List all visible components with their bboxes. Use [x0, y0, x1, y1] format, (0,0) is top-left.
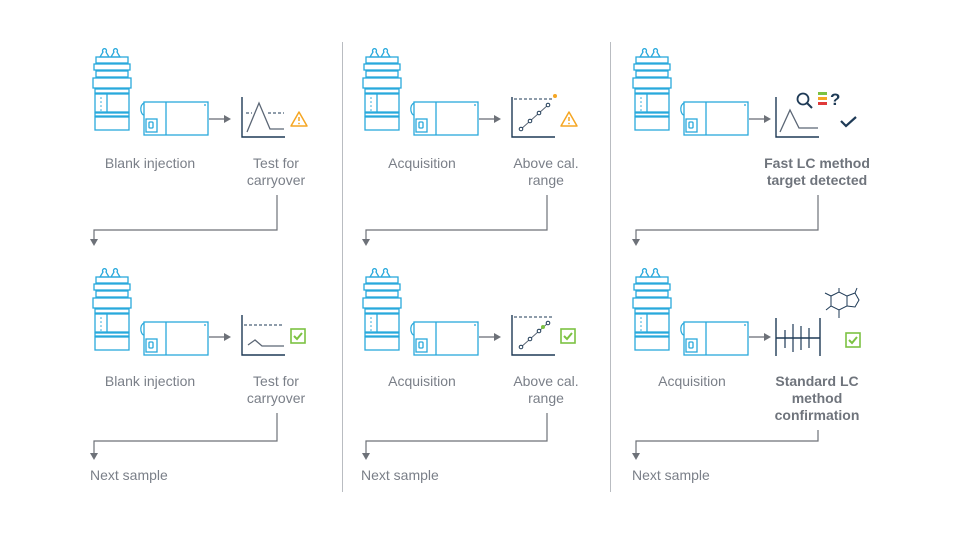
column-divider-2	[610, 42, 611, 492]
result-label-line2: carryover	[246, 390, 306, 406]
result-label-line2: carryover	[246, 172, 306, 188]
instrument-label: Acquisition	[388, 373, 456, 389]
clean-chromatogram-icon	[241, 315, 285, 356]
lc-ms-instrument-icon	[92, 48, 209, 136]
solvent-bottle-icon	[649, 48, 662, 58]
flow-arrow-icon	[479, 115, 501, 123]
solvent-bottle-icon	[638, 48, 651, 58]
solvent-bottle-icon	[368, 48, 381, 58]
instrument-label: Acquisition	[388, 155, 456, 171]
calibration-point	[518, 344, 524, 350]
solvent-bottle-icon	[638, 268, 651, 278]
result-label-line1: Standard LC	[775, 373, 859, 389]
result-label-line2: method	[791, 390, 843, 406]
flow-arrow-icon	[749, 333, 771, 341]
calibration-point	[545, 102, 551, 108]
calibration-curve-icon	[511, 315, 555, 356]
column-divider-1	[342, 42, 343, 492]
checkmark-icon	[840, 116, 857, 128]
solvent-bottle-icon	[379, 48, 392, 58]
confidence-bars-icon	[818, 92, 827, 105]
instrument-label: Blank injection	[104, 373, 196, 389]
calibration-curve-icon	[511, 94, 557, 138]
chromatogram-trace	[246, 101, 284, 133]
flow-arrow-icon	[749, 115, 771, 123]
chromatogram-trace	[247, 339, 284, 347]
instrument-label: Acquisition	[658, 373, 726, 389]
lc-ms-instrument-icon	[362, 48, 479, 136]
calibration-point	[527, 336, 533, 342]
solvent-bottle-icon	[379, 268, 392, 278]
result-label-line3: confirmation	[774, 407, 860, 423]
solvent-bottle-icon	[109, 48, 122, 58]
next-sample-label: Next sample	[632, 467, 710, 483]
check-box-icon	[290, 328, 306, 344]
question-mark-icon: ?	[830, 90, 841, 109]
solvent-bottle-icon	[368, 268, 381, 278]
calibration-point	[536, 110, 542, 116]
instrument-label: Blank injection	[104, 155, 196, 171]
flow-arrow-icon	[209, 115, 231, 123]
calibration-point	[545, 320, 551, 326]
lc-ms-instrument-icon	[632, 268, 749, 356]
calibration-point	[527, 118, 533, 124]
warning-icon	[290, 111, 308, 127]
sample-point	[541, 325, 545, 329]
result-label-line1: Fast LC method	[764, 155, 870, 171]
calibration-point	[518, 126, 524, 132]
result-label-line1: Test for	[253, 155, 299, 171]
lc-ms-instrument-icon	[632, 48, 749, 136]
calibration-point	[536, 328, 542, 334]
result-label-line2: target detected	[766, 172, 868, 188]
warning-icon	[560, 111, 578, 127]
result-label-line1: Above cal.	[513, 373, 579, 389]
chart-axes	[241, 315, 285, 356]
result-label-line1: Test for	[253, 373, 299, 389]
search-icon	[796, 92, 813, 109]
solvent-bottle-icon	[98, 48, 111, 58]
next-sample-label: Next sample	[90, 467, 168, 483]
lc-ms-instrument-icon	[92, 268, 209, 356]
sample-point	[553, 94, 557, 98]
solvent-bottle-icon	[649, 268, 662, 278]
chart-axes	[775, 97, 819, 138]
chromatogram-trace	[779, 108, 818, 133]
peak-chromatogram-icon	[241, 97, 285, 138]
solvent-bottle-icon	[109, 268, 122, 278]
result-label-line2: range	[528, 390, 564, 406]
mass-spectrum-icon	[775, 318, 821, 356]
peak-search-icon	[775, 97, 819, 138]
chart-axes	[511, 315, 555, 356]
flow-arrow-icon	[479, 333, 501, 341]
result-label-line2: range	[528, 172, 564, 188]
chart-axes	[241, 97, 285, 138]
flow-arrow-icon	[209, 333, 231, 341]
result-label-line1: Above cal.	[513, 155, 579, 171]
check-box-icon	[560, 328, 576, 344]
chart-axes	[511, 97, 555, 138]
caffeine-molecule-icon	[824, 287, 860, 318]
lc-ms-instrument-icon	[362, 268, 479, 356]
solvent-bottle-icon	[98, 268, 111, 278]
next-sample-label: Next sample	[361, 467, 439, 483]
check-box-icon	[845, 332, 861, 348]
